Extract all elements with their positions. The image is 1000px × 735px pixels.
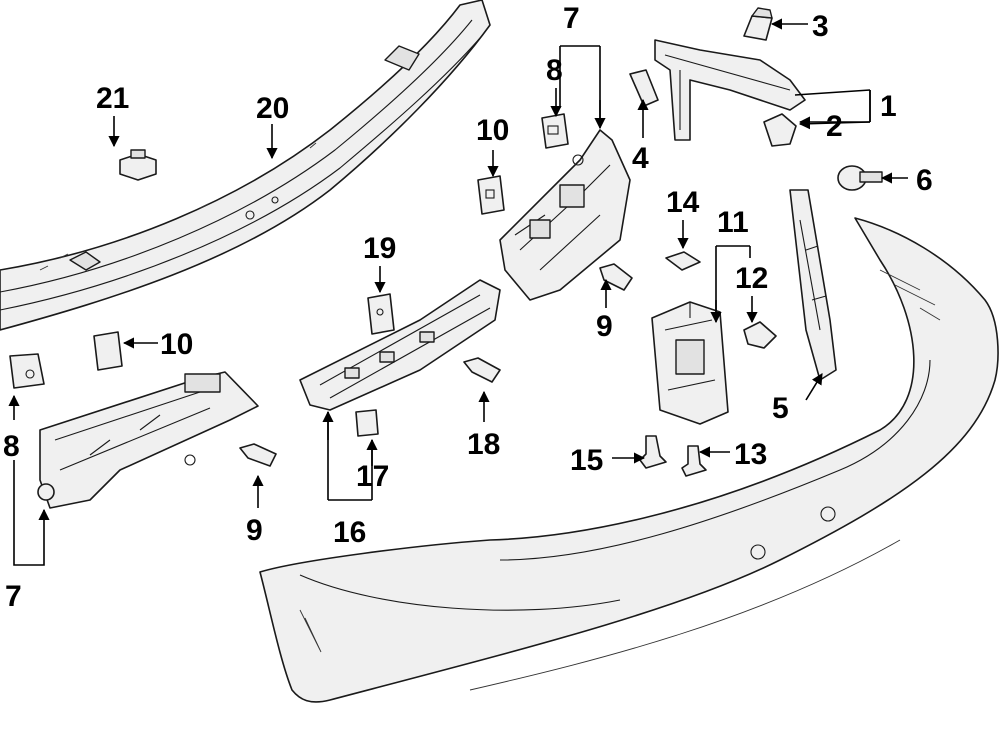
- support-rail-16: [299, 279, 501, 411]
- callout-8-left: 8: [3, 430, 20, 463]
- bracket-assembly-11: [651, 301, 729, 425]
- callout-10-top: 10: [476, 114, 509, 147]
- callout-1: 1: [880, 90, 897, 123]
- screw-9-center: [599, 263, 633, 291]
- bracket-1: [654, 39, 806, 141]
- clip-2: [763, 113, 797, 147]
- seal-4: [629, 69, 659, 107]
- callout-17: 17: [356, 460, 389, 493]
- screw-18: [463, 357, 501, 383]
- callout-9-center: 9: [596, 310, 613, 343]
- bracket-7-left: [37, 371, 259, 509]
- callout-2: 2: [826, 110, 843, 143]
- clip-nut-10-top: [477, 175, 505, 215]
- callout-6: 6: [916, 164, 933, 197]
- leader-lines: [8, 18, 908, 566]
- callout-7-top: 7: [563, 2, 580, 35]
- callout-16: 16: [333, 516, 366, 549]
- retainer-17: [355, 409, 379, 437]
- callout-10-left: 10: [160, 328, 193, 361]
- bracket-7-right: [499, 129, 631, 301]
- retainer-8-left: [9, 353, 45, 389]
- screw-13: [681, 445, 707, 477]
- callout-5: 5: [772, 392, 789, 425]
- retainer-8-top: [541, 113, 569, 149]
- bumper-cover: [259, 217, 999, 703]
- clip-nut-19: [367, 293, 395, 335]
- clip-12: [743, 321, 777, 349]
- callout-7-left: 7: [5, 580, 22, 613]
- impact-bar: [0, 0, 491, 331]
- callout-13: 13: [734, 438, 767, 471]
- callout-15: 15: [570, 444, 603, 477]
- bolt-3: [743, 7, 773, 41]
- callout-3: 3: [812, 10, 829, 43]
- callout-21: 21: [96, 82, 129, 115]
- callout-18: 18: [467, 428, 500, 461]
- callout-11: 11: [717, 206, 749, 239]
- screw-15: [639, 435, 667, 469]
- callout-20: 20: [256, 92, 289, 125]
- pad-14: [665, 251, 701, 271]
- callout-8-top: 8: [546, 54, 563, 87]
- bolt-21: [119, 149, 157, 181]
- grommet-6: [837, 165, 883, 191]
- side-bracket-5: [789, 189, 837, 381]
- callout-9-left: 9: [246, 514, 263, 547]
- callout-12: 12: [735, 262, 768, 295]
- callout-14: 14: [666, 186, 700, 219]
- callout-19: 19: [363, 232, 396, 265]
- clip-nut-10-left: [93, 331, 123, 371]
- screw-9-left: [239, 443, 277, 467]
- callout-labels: 1 2 3 4 5 6 7 7 8 8 9 9 10 10 11 12 13 1…: [3, 2, 933, 613]
- callout-4: 4: [632, 142, 649, 175]
